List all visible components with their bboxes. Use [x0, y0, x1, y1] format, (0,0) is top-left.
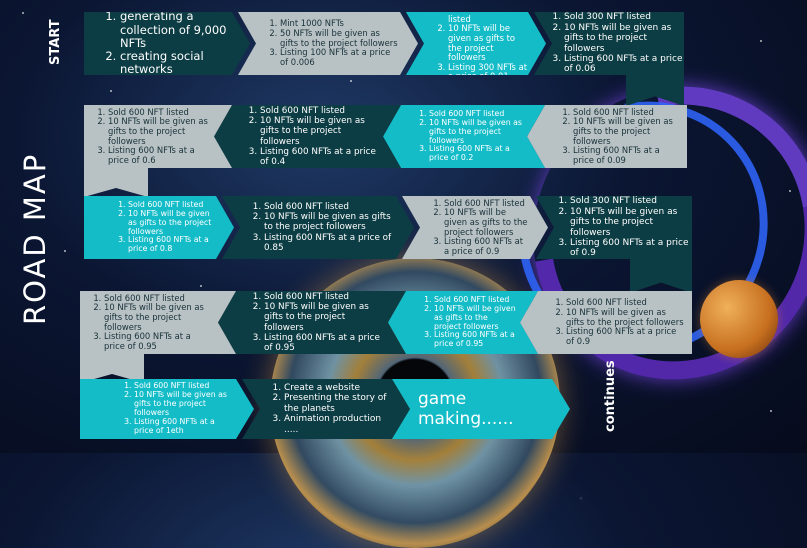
- roadmap-step-r4-2: Sold 600 NFT listed 10 NFTs will be give…: [388, 291, 538, 354]
- step-item: 10 NFTs will be given as gifts to the pr…: [104, 303, 214, 332]
- step-item: 10 NFTs will be given as gifts to the pr…: [448, 24, 528, 63]
- roadmap-title: ROAD MAP: [18, 152, 52, 325]
- connector-r2-r3: [84, 167, 148, 197]
- step-item: Sold 600 NFT listed: [573, 107, 679, 118]
- step-item: 10 NFTs will be given as gifts to the pr…: [429, 119, 523, 146]
- step-item: Sold 600 NFT listed: [134, 382, 236, 391]
- roadmap-step-r1-3: Sold 100 NFT listed 10 NFTs will be give…: [406, 12, 546, 75]
- roadmap-step-r5-1: Sold 600 NFT listed 10 NFTs will be give…: [80, 379, 254, 439]
- roadmap-step-r3-2: Sold 600 NFT listed 10 NFTs will be give…: [222, 196, 414, 259]
- roadmap-step-r4-4: Sold 600 NFT listed 10 NFTs will be give…: [80, 291, 236, 354]
- roadmap-step-r1-4: Sold 300 NFT listed 10 NFTs will be give…: [534, 12, 684, 75]
- start-label: START: [48, 19, 63, 65]
- step-item: Sold 600 NFT listed: [444, 199, 530, 209]
- step-item: Sold 600 NFT listed: [566, 298, 684, 308]
- step-item: 10 NFTs will be given as gifts to the pr…: [264, 212, 396, 232]
- step-item: Listing 300 NFTs at a price of 0.01: [448, 63, 528, 82]
- roadmap-step-r2-1: Sold 600 NFT listed 10 NFTs will be give…: [527, 105, 687, 168]
- step-item: Listing 600 NFTs at a price of 0.85: [264, 233, 396, 253]
- roadmap-step-r1-2: Mint 1000 NFTs 50 NFTs will be given as …: [238, 12, 418, 75]
- step-item: Listing 600 NFTs at a price of 0.8: [128, 236, 216, 254]
- step-item: Sold 600 NFT listed: [264, 202, 396, 212]
- roadmap-step-r1-1: generating a collection of 9,000 NFTs cr…: [84, 12, 250, 75]
- roadmap-step-r3-3: Sold 600 NFT listed 10 NFTs will be give…: [402, 196, 548, 259]
- step-item: Listing 600 NFTs at a price of 0.09: [573, 145, 679, 165]
- step-item: Sold 600 NFT listed: [128, 201, 216, 210]
- step-item: 10 NFTs will be given as gifts to the pr…: [134, 391, 236, 418]
- step-item: creating social networks: [120, 50, 232, 76]
- step-item: Sold 600 NFT listed: [429, 110, 523, 119]
- step-item: 10 NFTs will be given as gifts to the pr…: [564, 23, 684, 54]
- step-item: Sold 600 NFT listed: [108, 108, 210, 118]
- roadmap-step-r5-2: Create a website Presenting the story of…: [242, 379, 410, 439]
- step-item: Sold 300 NFT listed: [570, 196, 692, 206]
- step-item: Listing 600 NFTs at a price of 0.2: [429, 145, 523, 163]
- step-item: Sold 600 NFT listed: [260, 106, 379, 116]
- roadmap-step-r5-3: game making......: [392, 379, 570, 439]
- step-item: 10 NFTs will be given as gifts to the pr…: [570, 207, 692, 238]
- step-item: 10 NFTs will be given as gifts to the pr…: [444, 208, 530, 237]
- step-item: Mint 1000 NFTs: [280, 19, 400, 29]
- step-item: 10 NFTs will be given as gifts to the pr…: [260, 116, 379, 146]
- step-item: 10 NFTs will be given as gifts to the pr…: [128, 210, 216, 237]
- connector-r4-r5: [80, 353, 144, 383]
- roadmap-step-r2-2: Sold 600 NFT listed 10 NFTs will be give…: [383, 105, 545, 168]
- step-item: Create a website: [284, 383, 392, 393]
- step-item: Listing 600 NFTs at a price of 0.9: [444, 237, 530, 256]
- mars-planet-image: [700, 280, 778, 358]
- step-item: Listing 600 NFTs at a price of 0.95: [104, 332, 214, 351]
- step-item: Sold 100 NFT listed: [448, 5, 528, 24]
- step-item: generating a collection of 9,000 NFTs: [120, 10, 232, 50]
- game-making-title: game making......: [418, 389, 514, 429]
- roadmap-step-r4-3: Sold 600 NFT listed 10 NFTs will be give…: [218, 291, 406, 354]
- roadmap-step-r3-1: Sold 600 NFT listed 10 NFTs will be give…: [84, 196, 234, 259]
- roadmap-step-r2-3: Sold 600 NFT listed 10 NFTs will be give…: [214, 105, 401, 168]
- step-item: Sold 600 NFT listed: [434, 296, 516, 305]
- step-item: 10 NFTs will be given as gifts to the pr…: [264, 302, 384, 332]
- step-item: Presenting the story of the planets: [284, 393, 392, 414]
- step-item: Listing 100 NFTs at a price of 0.006: [280, 48, 400, 67]
- roadmap-step-r4-1: Sold 600 NFT listed 10 NFTs will be give…: [520, 291, 692, 354]
- step-item: Listing 600 NFTs at a price of 0.95: [264, 333, 384, 353]
- continues-label: continues: [603, 360, 618, 432]
- step-item: 50 NFTs will be given as gifts to the pr…: [280, 29, 400, 48]
- step-item: Sold 300 NFT listed: [564, 12, 684, 22]
- step-item: Listing 600 NFTs at a price of 0.9: [566, 326, 684, 346]
- step-item: Sold 600 NFT listed: [264, 292, 384, 302]
- step-item: Animation production .....: [284, 414, 392, 435]
- roadmap-step-r3-4: Sold 300 NFT listed 10 NFTs will be give…: [536, 196, 692, 259]
- step-item: Listing 600 NFTs at a price of 0.4: [260, 147, 379, 167]
- step-item: 10 NFTs will be given as gifts to the pr…: [566, 307, 684, 327]
- step-item: Sold 600 NFT listed: [104, 294, 214, 304]
- step-item: Listing 600 NFTs at a price of 1eth: [134, 418, 236, 436]
- step-item: Listing 600 NFTs at a price of 0.6: [108, 146, 210, 165]
- step-item: 10 NFTs will be given as gifts to the pr…: [434, 305, 516, 332]
- step-item: Listing 600 NFTs at a price of 0.95: [434, 331, 516, 349]
- roadmap-step-r2-4: Sold 600 NFT listed 10 NFTs will be give…: [84, 105, 232, 168]
- step-item: Listing 600 NFTs at a price of 0.06: [564, 54, 684, 75]
- step-item: Listing 600 NFTs at a price of 0.9: [570, 238, 692, 259]
- step-item: 10 NFTs will be given as gifts to the pr…: [573, 116, 679, 146]
- step-item: 10 NFTs will be given as gifts to the pr…: [108, 117, 210, 146]
